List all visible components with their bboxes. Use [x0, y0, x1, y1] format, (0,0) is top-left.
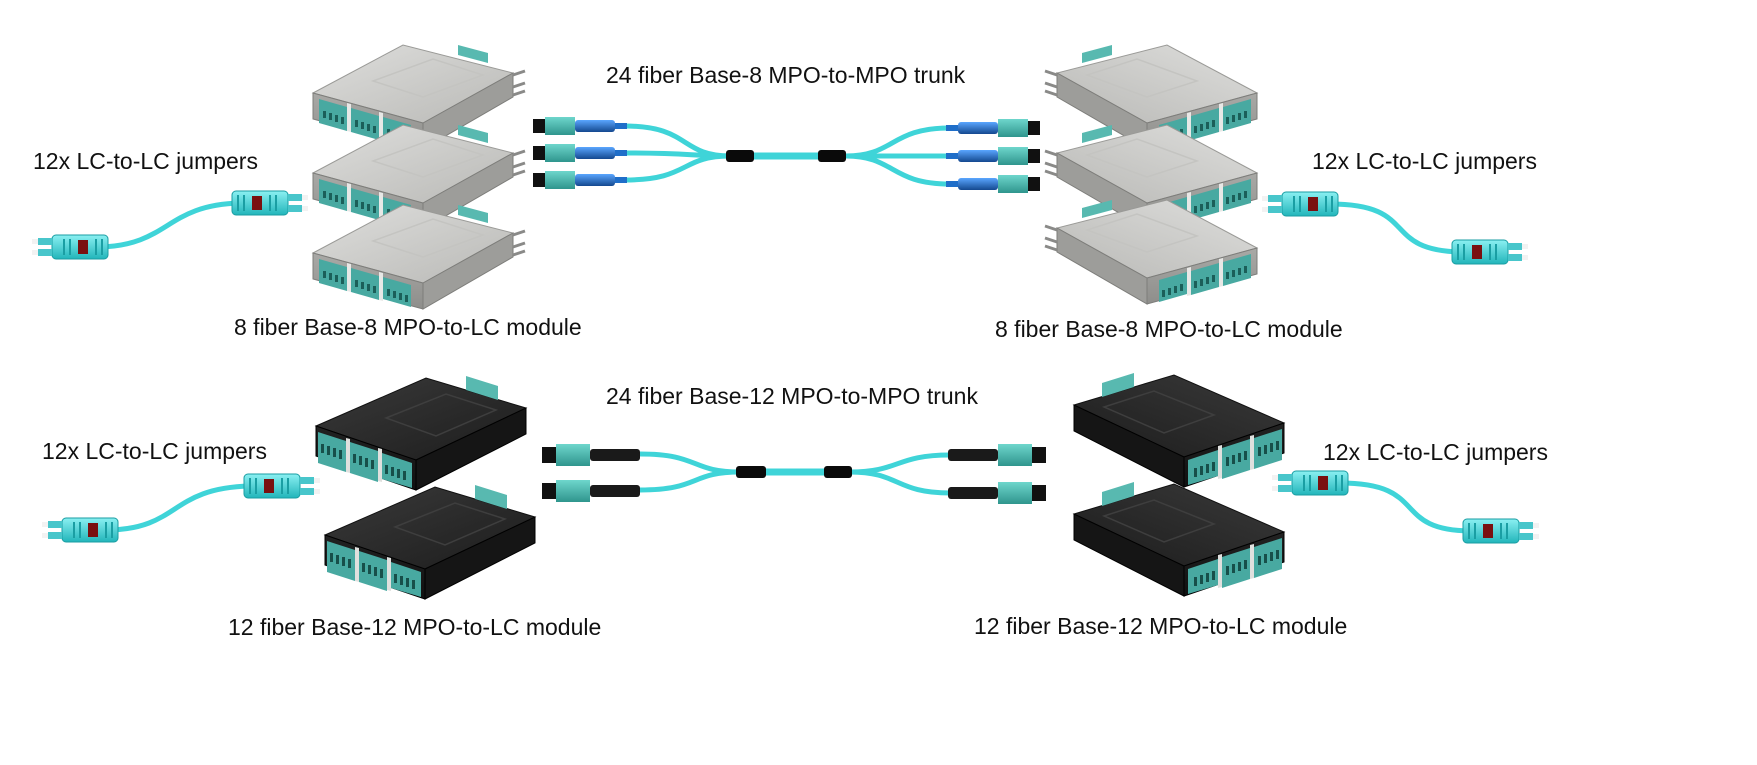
- module-top-left-label: 8 fiber Base-8 MPO-to-LC module: [234, 314, 582, 340]
- jumpers-bottom-right-label: 12x LC-to-LC jumpers: [1323, 439, 1548, 465]
- black-module-icon: [324, 484, 536, 600]
- mpo-connectors-top-right: [946, 119, 1040, 193]
- lc-connector-icon: [1271, 470, 1349, 496]
- breakout-icon: [824, 466, 852, 478]
- lc-connector-icon: [1462, 518, 1540, 544]
- mpo-connectors-bottom-left: [542, 444, 640, 502]
- lc-connector-icon: [41, 517, 119, 543]
- modules-top-left: [311, 43, 527, 311]
- jumper-top-left: [31, 190, 309, 260]
- breakout-icon: [726, 150, 754, 162]
- trunk-top: [533, 117, 1040, 193]
- lc-connector-icon: [1451, 239, 1529, 265]
- gray-module-icon: [311, 203, 527, 311]
- black-module-icon: [1073, 372, 1285, 488]
- jumper-bottom-right: [1271, 470, 1540, 544]
- gray-module-icon: [1043, 198, 1259, 306]
- module-bottom-left-label: 12 fiber Base-12 MPO-to-LC module: [228, 614, 602, 640]
- black-module-icon: [1073, 481, 1285, 597]
- breakout-icon: [818, 150, 846, 162]
- lc-connector-icon: [231, 190, 309, 216]
- module-top-right-label: 8 fiber Base-8 MPO-to-LC module: [995, 316, 1343, 342]
- mpo-connectors-top-left: [533, 117, 627, 189]
- trunk-bottom: [542, 444, 1046, 504]
- black-module-icon: [315, 375, 527, 491]
- modules-top-right: [1043, 43, 1259, 306]
- module-bottom-right-label: 12 fiber Base-12 MPO-to-LC module: [974, 613, 1348, 639]
- breakout-icon: [736, 466, 766, 478]
- mpo-connectors-bottom-right: [948, 444, 1046, 504]
- jumper-top-right: [1261, 191, 1529, 265]
- jumpers-top-right-label: 12x LC-to-LC jumpers: [1312, 148, 1537, 174]
- jumper-bottom-left: [41, 473, 321, 543]
- lc-connector-icon: [31, 234, 109, 260]
- trunk-top-label: 24 fiber Base-8 MPO-to-MPO trunk: [606, 62, 966, 88]
- lc-connector-icon: [1261, 191, 1339, 217]
- lc-connector-icon: [243, 473, 321, 499]
- modules-bottom-left: [315, 375, 536, 600]
- jumpers-bottom-left-label: 12x LC-to-LC jumpers: [42, 438, 267, 464]
- trunk-bottom-label: 24 fiber Base-12 MPO-to-MPO trunk: [606, 383, 978, 409]
- modules-bottom-right: [1073, 372, 1285, 597]
- jumpers-top-left-label: 12x LC-to-LC jumpers: [33, 148, 258, 174]
